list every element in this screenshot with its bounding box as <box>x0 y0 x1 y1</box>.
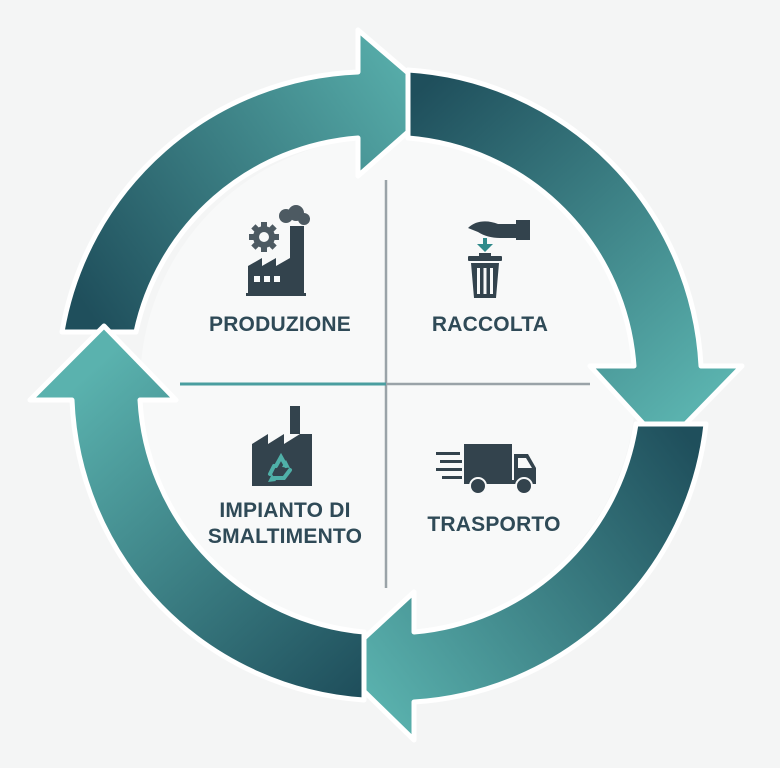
stage-label-produzione: PRODUZIONE <box>208 313 351 336</box>
stage-label-trasporto: TRASPORTO <box>427 513 561 536</box>
arrow-raccolta-to-trasporto <box>405 67 745 449</box>
arrow-trasporto-to-impianto <box>333 421 709 743</box>
stage-label-impianto: IMPIANTO DI SMALTIMENTO <box>207 499 363 548</box>
delivery-truck-icon <box>436 444 536 495</box>
arrow-produzione-to-raccolta <box>59 27 445 335</box>
trash-bin-hand-icon <box>468 220 530 298</box>
arrow-impianto-to-produzione <box>27 323 367 703</box>
recycling-plant-icon <box>252 406 312 486</box>
stage-label-raccolta: RACCOLTA <box>431 313 549 336</box>
factory-gear-icon <box>246 205 310 296</box>
